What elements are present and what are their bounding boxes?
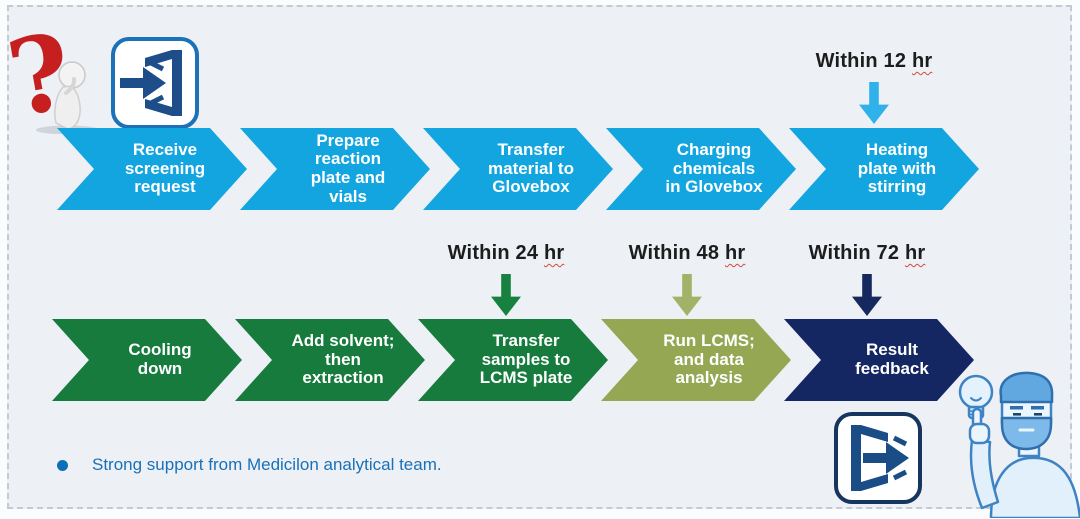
timer-label: Within 72 hr	[808, 242, 926, 264]
question-figure-icon: ?	[0, 9, 110, 141]
footnote: Strong support from Medicilon analytical…	[57, 455, 442, 475]
down-arrow-icon	[672, 274, 702, 316]
exit-icon	[833, 411, 923, 505]
timer-label: Within 24 hr	[447, 242, 565, 264]
timer-label: Within 12 hr	[815, 50, 933, 72]
enter-icon	[110, 36, 200, 130]
bullet-icon	[57, 459, 68, 471]
down-arrow-icon	[852, 274, 882, 316]
timer-within-24hr: Within 24 hr	[421, 242, 591, 316]
down-arrow-icon	[491, 274, 521, 316]
footnote-text: Strong support from Medicilon analytical…	[92, 455, 442, 474]
idea-man-icon	[945, 368, 1080, 519]
timer-within-48hr: Within 48 hr	[602, 242, 772, 316]
down-arrow-icon	[859, 82, 889, 124]
timer-label: Within 48 hr	[628, 242, 746, 264]
timer-within-12hr: Within 12 hr	[789, 50, 959, 124]
timer-within-72hr: Within 72 hr	[782, 242, 952, 316]
